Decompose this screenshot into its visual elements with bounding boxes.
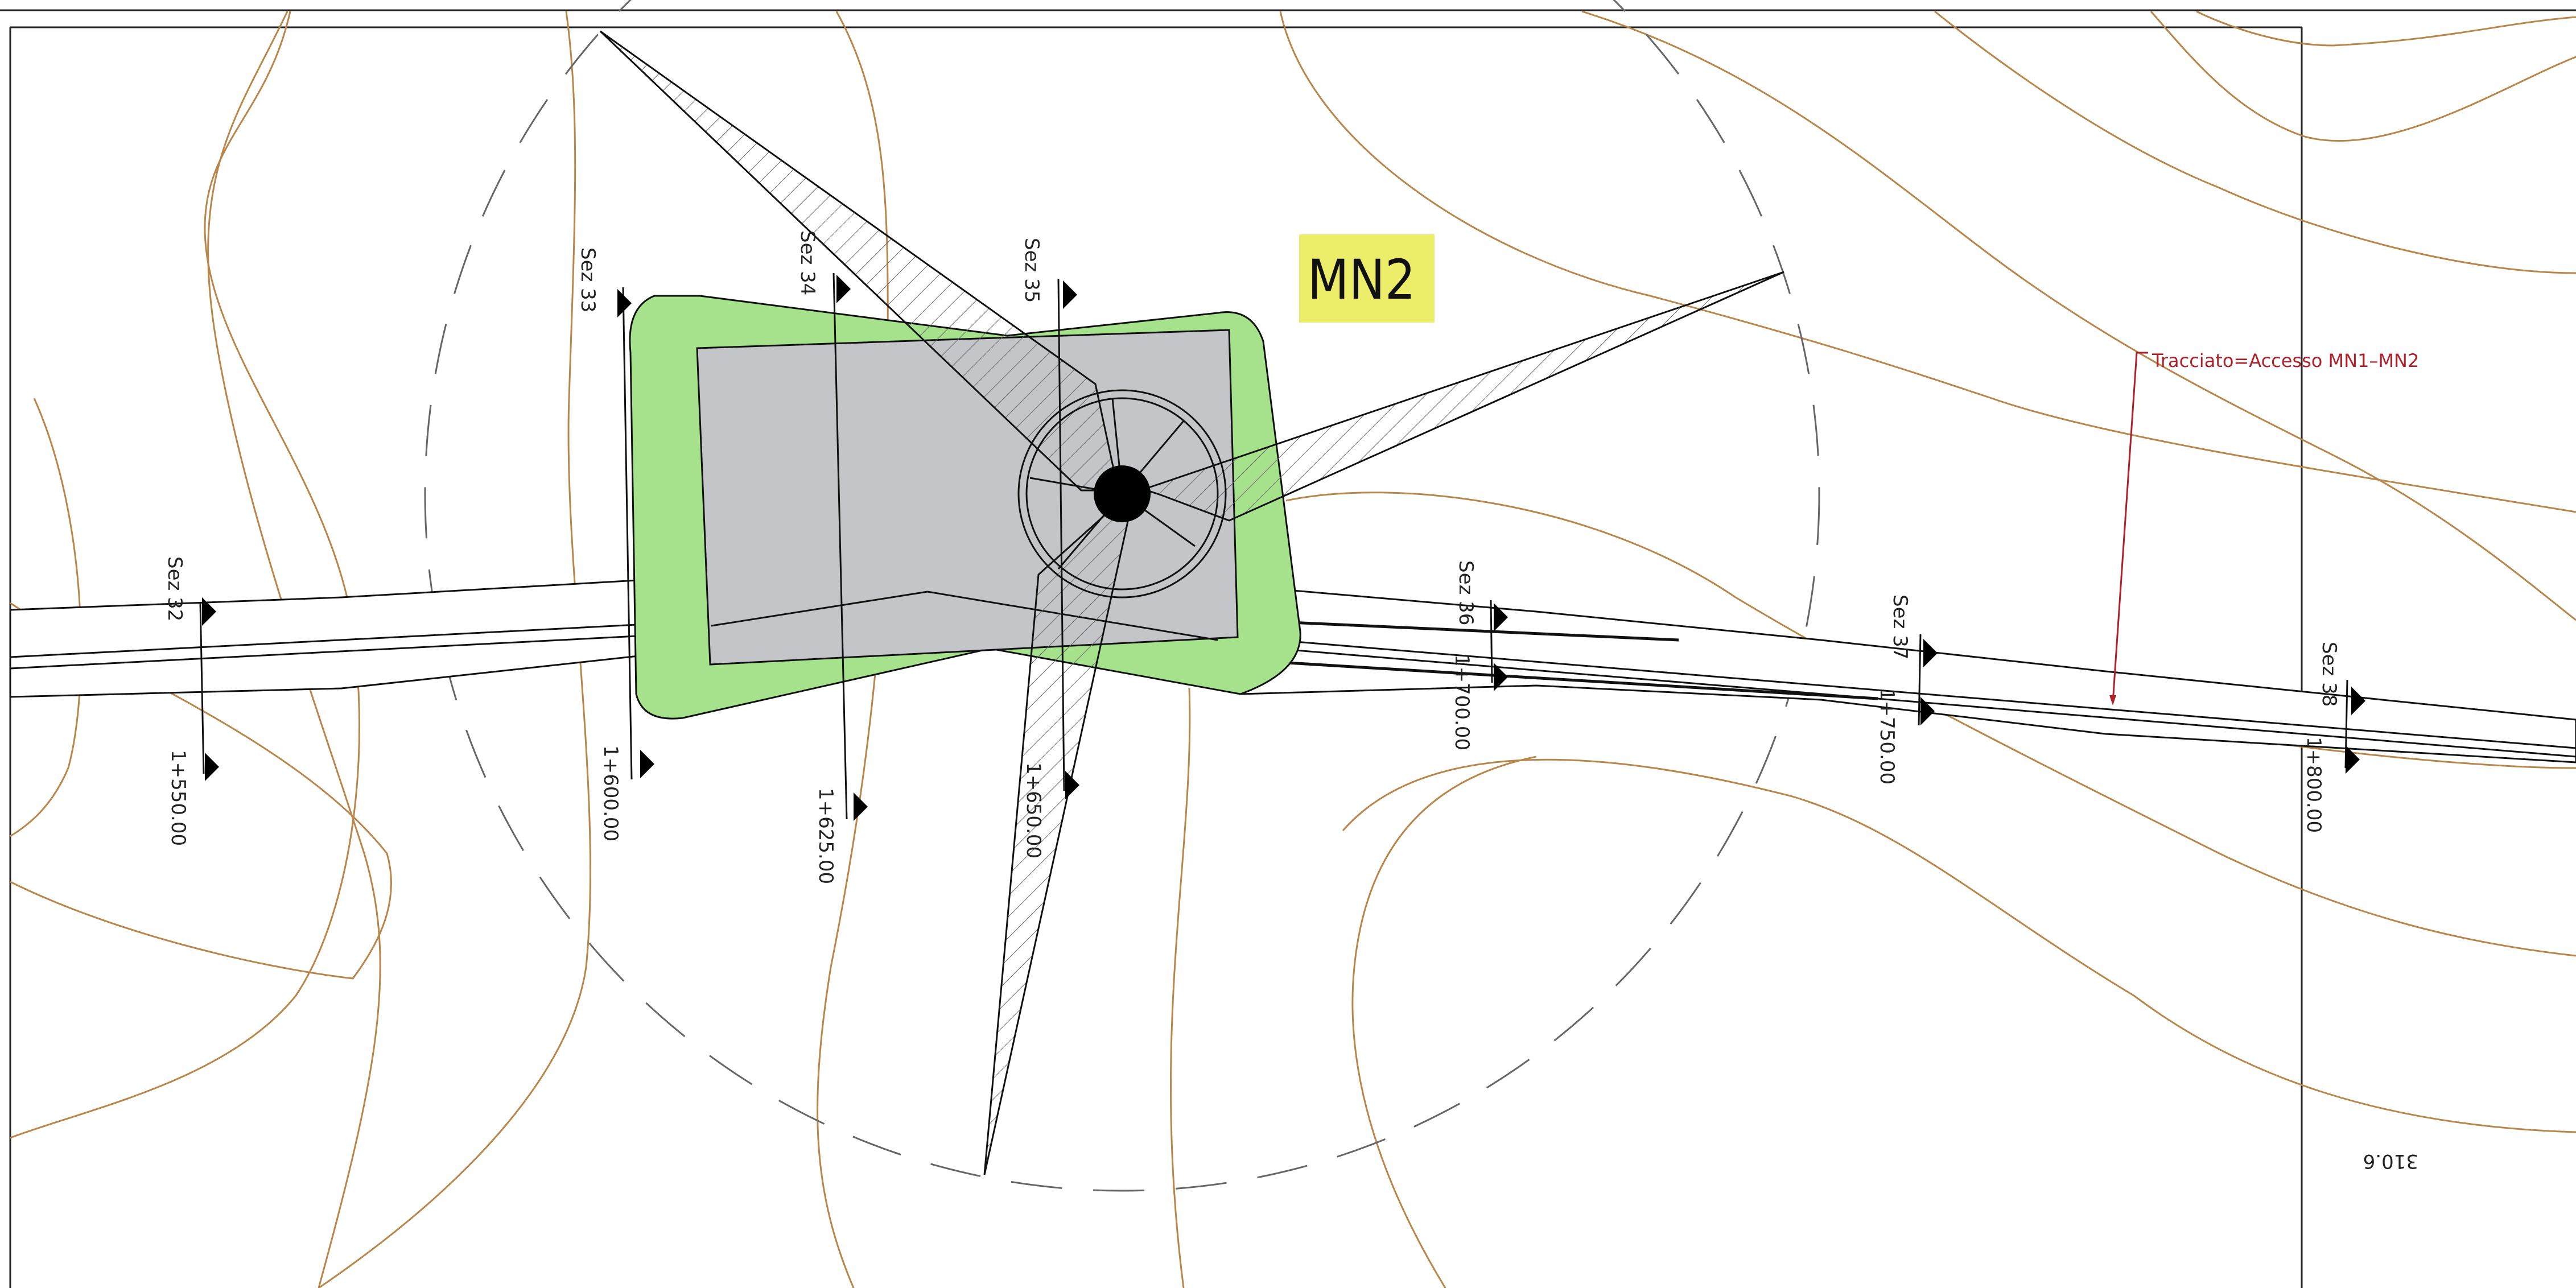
chainage-label: 1+700.00: [1450, 654, 1473, 750]
section-label: Sez 36: [1454, 560, 1477, 625]
section-label: Sez 35: [1020, 238, 1043, 303]
section-lines: [199, 273, 2348, 820]
crane-radius-circle: [424, 0, 1820, 1192]
track-label: Tracciato=Accesso MN1–MN2: [2152, 350, 2419, 371]
section-arrows: [202, 275, 2365, 821]
blade-assembly-areas: [599, 30, 1784, 1175]
section-label: Sez 32: [163, 556, 186, 621]
platform-label: MN2: [1308, 249, 1416, 312]
chainage-label: 1+625.00: [814, 788, 837, 884]
chainage-label: 1+750.00: [1876, 688, 1898, 785]
chainage-label: 1+600.00: [599, 745, 622, 841]
section-label: Sez 34: [796, 230, 819, 295]
section-label: Sez 38: [2318, 642, 2340, 707]
track-annotation: Tracciato=Accesso MN1–MN2: [2109, 350, 2419, 705]
chainage-label: 1+800.00: [2302, 737, 2325, 833]
platform-label-box: MN2: [1299, 234, 1435, 323]
chainage-label: 1+550.00: [167, 750, 189, 846]
turbine-foundation: [1017, 389, 1227, 598]
chainage-label: 1+650.00: [1022, 762, 1045, 858]
section-label: Sez 37: [1889, 595, 1911, 659]
section-label: Sez 33: [576, 247, 599, 312]
spot-elevation: 310.6: [2363, 1150, 2418, 1173]
access-road: [9, 579, 2576, 763]
